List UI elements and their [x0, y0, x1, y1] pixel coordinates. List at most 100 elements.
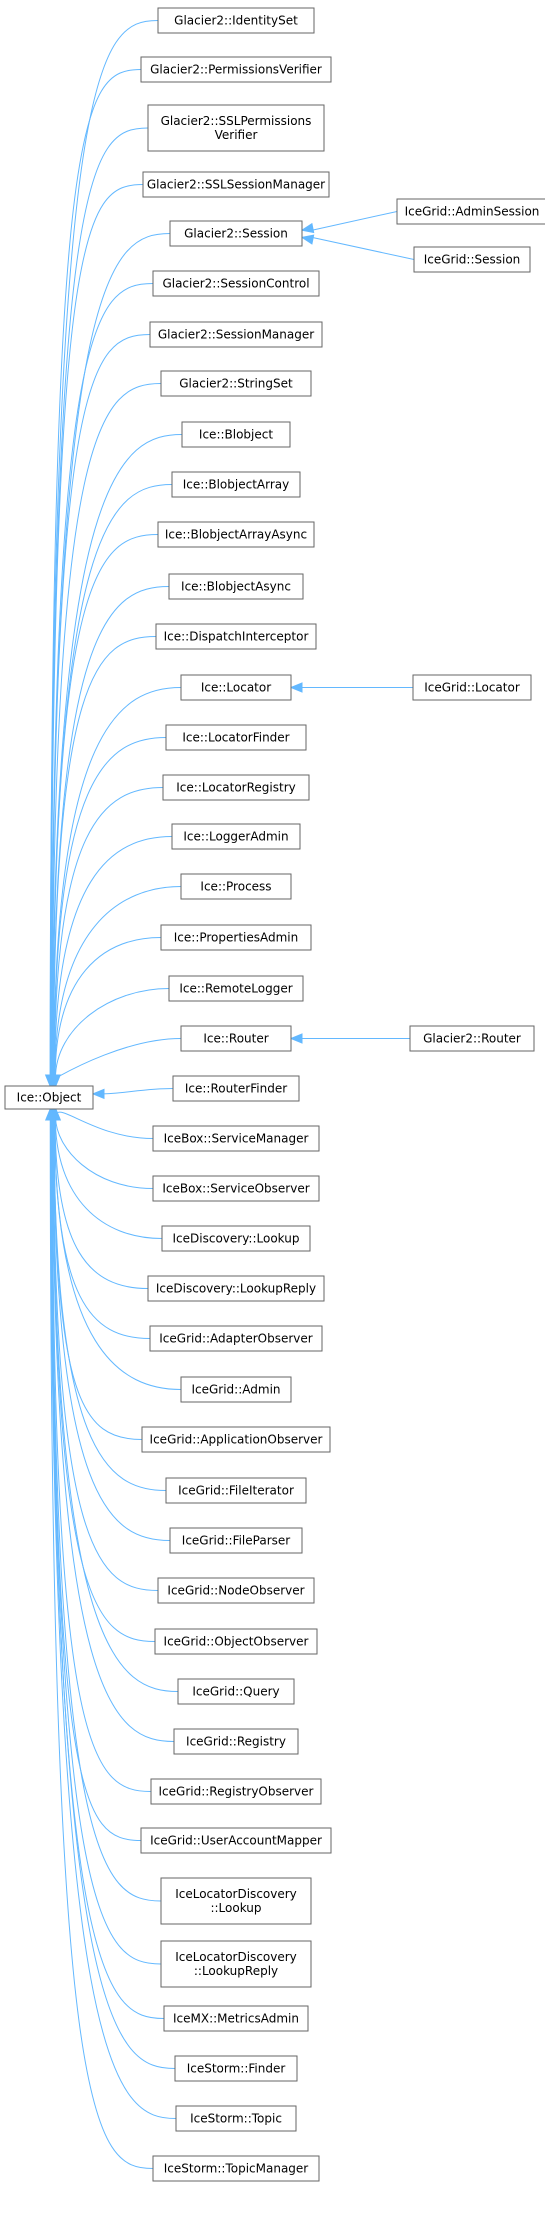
class-node-glacier2-stringset[interactable]: Glacier2::StringSet	[160, 370, 312, 397]
class-node-icegrid-useraccountmapper[interactable]: IceGrid::UserAccountMapper	[140, 1827, 332, 1854]
class-node-ice-propertiesadmin[interactable]: Ice::PropertiesAdmin	[160, 924, 312, 951]
class-node-icestorm-topicmanager[interactable]: IceStorm::TopicManager	[152, 2155, 320, 2182]
class-node-ice-remotelogger[interactable]: Ice::RemoteLogger	[168, 975, 304, 1002]
class-node-ice-dispatchinterceptor-label: Ice::DispatchInterceptor	[164, 630, 309, 644]
edge-icegrid-adapterobserver	[54, 1116, 151, 1339]
class-node-ice-blobject[interactable]: Ice::Blobject	[181, 421, 291, 448]
class-node-icebox-serviceobserver[interactable]: IceBox::ServiceObserver	[152, 1175, 320, 1202]
class-node-icebox-servicemanager-label: IceBox::ServiceManager	[164, 1132, 309, 1146]
class-node-icegrid-locator-box	[412, 674, 532, 701]
class-node-icegrid-admin[interactable]: IceGrid::Admin	[180, 1376, 292, 1403]
class-node-icediscovery-lookup-box	[161, 1225, 311, 1252]
edge-ice-blobjectarrayasync	[52, 534, 159, 1079]
class-node-icegrid-admin-label: IceGrid::Admin	[191, 1383, 280, 1397]
class-node-icegrid-locator[interactable]: IceGrid::Locator	[412, 674, 532, 701]
edge-ice-propertiesadmin	[54, 937, 162, 1079]
class-node-ice-routerfinder[interactable]: Ice::RouterFinder	[172, 1075, 300, 1102]
class-node-icemx-metricsadmin-label: IceMX::MetricsAdmin	[173, 2012, 299, 2026]
class-node-glacier2-router-label: Glacier2::Router	[423, 1032, 521, 1046]
class-node-icebox-servicemanager-box	[152, 1125, 320, 1152]
class-node-ice-object-label: Ice::Object	[17, 1091, 82, 1105]
edge-glacier2-sessioncontrol	[51, 283, 154, 1079]
class-node-icegrid-fileiterator-label: IceGrid::FileIterator	[178, 1484, 294, 1498]
class-node-icegrid-fileiterator[interactable]: IceGrid::FileIterator	[165, 1477, 307, 1504]
class-node-ice-router-box	[180, 1025, 292, 1052]
class-node-ice-blobjectarray[interactable]: Ice::BlobjectArray	[171, 471, 301, 498]
class-node-icediscovery-lookup[interactable]: IceDiscovery::Lookup	[161, 1225, 311, 1252]
edge-ice-router-arrowhead	[50, 1074, 61, 1088]
class-node-icelocatordiscovery-lookupreply[interactable]: IceLocatorDiscovery::LookupReply	[160, 1940, 312, 1988]
class-node-ice-locatorregistry[interactable]: Ice::LocatorRegistry	[162, 774, 310, 801]
class-node-ice-locatorregistry-label: Ice::LocatorRegistry	[176, 781, 295, 795]
class-node-ice-locatorfinder[interactable]: Ice::LocatorFinder	[165, 724, 307, 751]
class-node-icegrid-nodeobserver-box	[157, 1577, 315, 1604]
edge-ice-locator	[53, 687, 182, 1079]
class-node-icediscovery-lookupreply-box	[147, 1275, 325, 1302]
class-node-icelocatordiscovery-lookupreply-box	[160, 1940, 312, 1988]
class-node-icegrid-objectobserver[interactable]: IceGrid::ObjectObserver	[154, 1628, 318, 1655]
class-node-icegrid-query-box	[177, 1678, 295, 1705]
class-node-icegrid-session[interactable]: IceGrid::Session	[413, 246, 531, 273]
edge-icediscovery-lookup	[54, 1116, 163, 1239]
class-node-ice-remotelogger-label: Ice::RemoteLogger	[179, 982, 292, 996]
class-node-ice-object-box	[4, 1085, 94, 1110]
class-node-icegrid-session-label: IceGrid::Session	[424, 253, 521, 267]
class-node-icegrid-applicationobserver-box	[141, 1426, 331, 1453]
class-node-icegrid-nodeobserver[interactable]: IceGrid::NodeObserver	[157, 1577, 315, 1604]
class-node-ice-dispatchinterceptor-box	[155, 623, 317, 650]
edge-ice-locatorregistry	[53, 787, 164, 1079]
class-node-ice-router[interactable]: Ice::Router	[180, 1025, 292, 1052]
class-node-ice-dispatchinterceptor[interactable]: Ice::DispatchInterceptor	[155, 623, 317, 650]
class-node-icegrid-useraccountmapper-label: IceGrid::UserAccountMapper	[150, 1834, 322, 1848]
class-node-ice-loggeradmin[interactable]: Ice::LoggerAdmin	[171, 823, 301, 850]
class-node-glacier2-stringset-box	[160, 370, 312, 397]
class-node-ice-blobjectasync[interactable]: Ice::BlobjectAsync	[168, 573, 304, 600]
class-node-glacier2-permissionsverifier[interactable]: Glacier2::PermissionsVerifier	[140, 56, 332, 83]
class-node-ice-locatorfinder-label: Ice::LocatorFinder	[182, 731, 289, 745]
class-node-ice-blobjectarray-label: Ice::BlobjectArray	[183, 478, 289, 492]
class-node-icegrid-fileparser[interactable]: IceGrid::FileParser	[169, 1527, 303, 1554]
class-node-icestorm-topic[interactable]: IceStorm::Topic	[175, 2105, 297, 2132]
class-node-ice-locator[interactable]: Ice::Locator	[180, 674, 292, 701]
class-node-ice-loggeradmin-label: Ice::LoggerAdmin	[183, 830, 288, 844]
class-node-icelocatordiscovery-lookupreply-label: ::LookupReply	[194, 1964, 278, 1978]
edge-ice-remotelogger	[54, 988, 170, 1079]
class-node-icelocatordiscovery-lookup-box	[160, 1877, 312, 1925]
class-node-ice-blobject-label: Ice::Blobject	[199, 428, 273, 442]
class-node-icegrid-adapterobserver[interactable]: IceGrid::AdapterObserver	[149, 1325, 323, 1352]
class-node-icegrid-registryobserver[interactable]: IceGrid::RegistryObserver	[150, 1778, 322, 1805]
class-node-icebox-servicemanager[interactable]: IceBox::ServiceManager	[152, 1125, 320, 1152]
class-node-ice-process[interactable]: Ice::Process	[180, 873, 292, 900]
class-node-glacier2-sessioncontrol[interactable]: Glacier2::SessionControl	[152, 270, 320, 297]
class-node-glacier2-sslpermissionsverifier-label: Verifier	[215, 128, 258, 142]
class-node-glacier2-identityset[interactable]: Glacier2::IdentitySet	[157, 7, 315, 34]
edge-icegrid-fileiterator	[53, 1116, 167, 1491]
class-node-ice-blobjectarrayasync[interactable]: Ice::BlobjectArrayAsync	[157, 521, 315, 548]
class-node-ice-locatorfinder-box	[165, 724, 307, 751]
edge-glacier2-sslpermissionsverifier	[50, 127, 149, 1079]
class-node-glacier2-session[interactable]: Glacier2::Session	[169, 220, 303, 247]
class-node-ice-loggeradmin-box	[171, 823, 301, 850]
edge-icegrid-useraccountmapper	[51, 1116, 142, 1841]
class-node-icegrid-query[interactable]: IceGrid::Query	[177, 1678, 295, 1705]
edge-glacier2-stringset	[51, 383, 162, 1079]
class-node-glacier2-sessionmanager[interactable]: Glacier2::SessionManager	[149, 321, 323, 348]
class-node-icestorm-topicmanager-box	[152, 2155, 320, 2182]
class-node-glacier2-session-box	[169, 220, 303, 247]
class-node-icegrid-registry[interactable]: IceGrid::Registry	[173, 1728, 299, 1755]
class-node-icegrid-adapterobserver-box	[149, 1325, 323, 1352]
class-node-icegrid-adminsession[interactable]: IceGrid::AdminSession	[396, 198, 545, 225]
edge-glacier2-permissionsverifier	[49, 69, 142, 1079]
edge-icegrid-applicationobserver	[53, 1116, 143, 1440]
class-node-icemx-metricsadmin[interactable]: IceMX::MetricsAdmin	[163, 2005, 309, 2032]
class-node-icelocatordiscovery-lookup[interactable]: IceLocatorDiscovery::Lookup	[160, 1877, 312, 1925]
class-node-glacier2-router[interactable]: Glacier2::Router	[409, 1025, 535, 1052]
class-node-glacier2-sslpermissionsverifier-label: Glacier2::SSLPermissions	[161, 114, 312, 128]
class-node-glacier2-sslsessionmanager[interactable]: Glacier2::SSLSessionManager	[142, 171, 330, 198]
class-node-ice-object[interactable]: Ice::Object	[4, 1085, 94, 1110]
class-node-icegrid-applicationobserver[interactable]: IceGrid::ApplicationObserver	[141, 1426, 331, 1453]
class-node-icediscovery-lookupreply[interactable]: IceDiscovery::LookupReply	[147, 1275, 325, 1302]
class-node-icestorm-finder[interactable]: IceStorm::Finder	[174, 2055, 298, 2082]
